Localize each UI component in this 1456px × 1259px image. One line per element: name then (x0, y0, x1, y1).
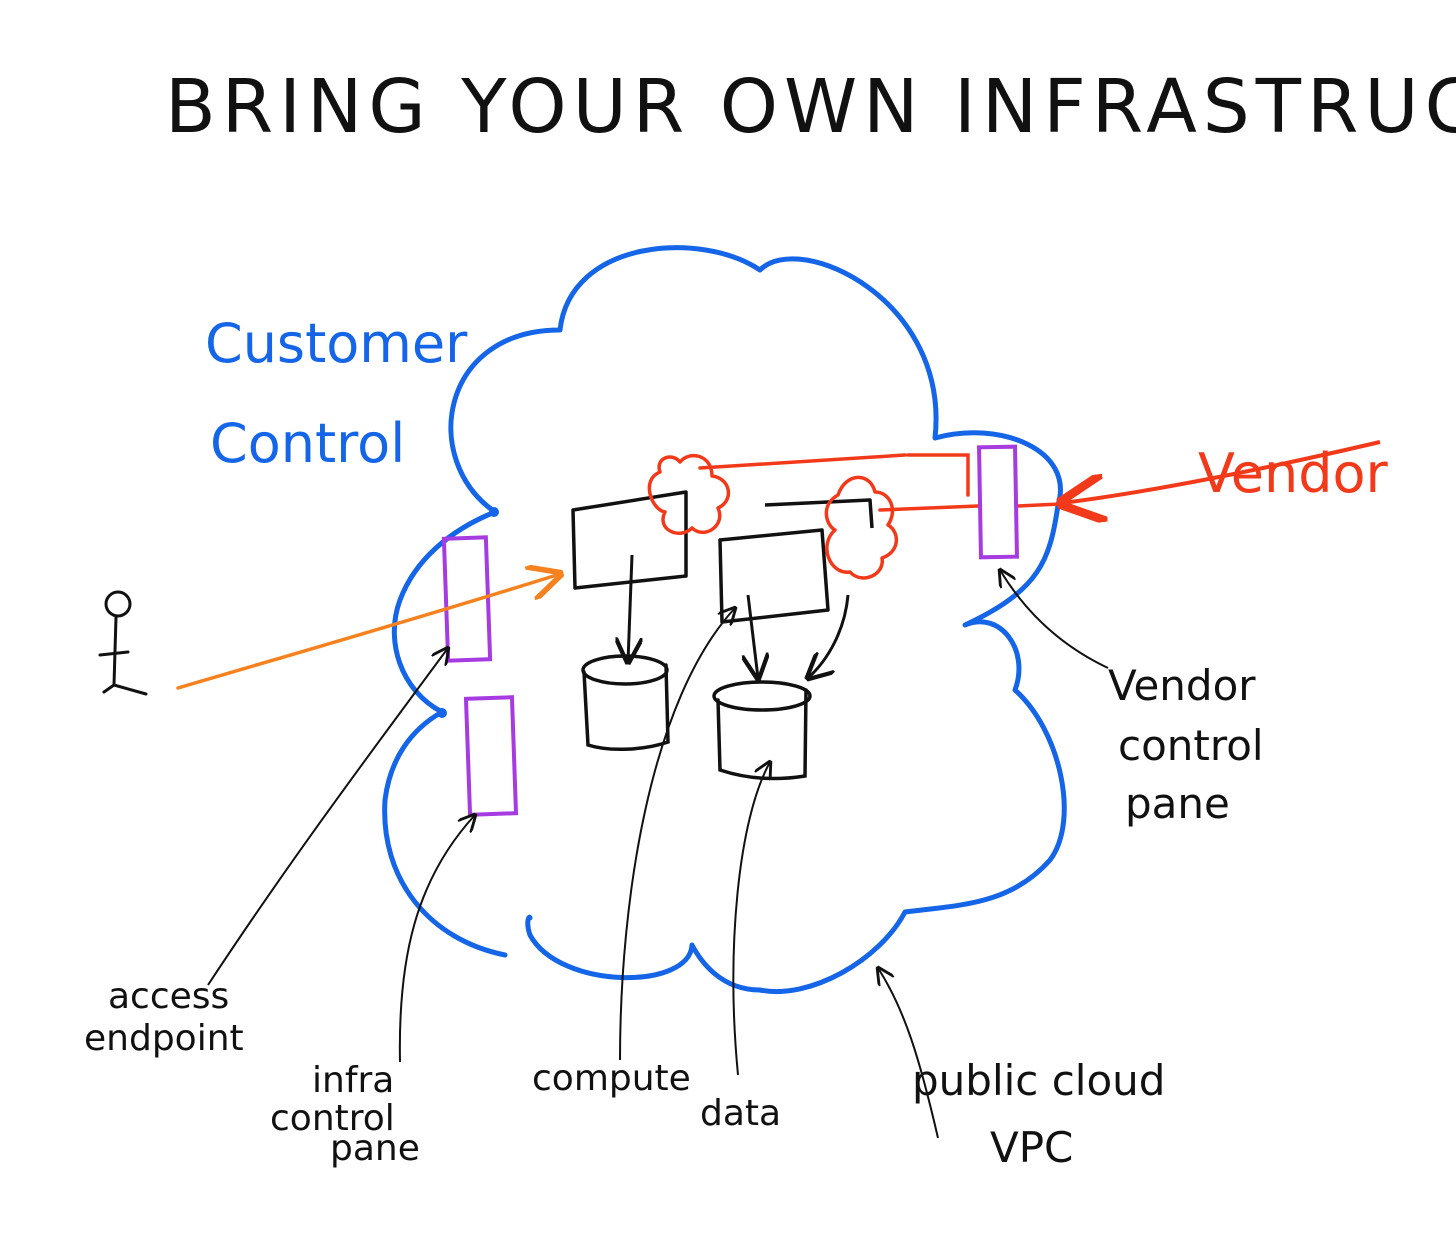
public-cloud-vpc-leader (878, 968, 939, 1139)
data-label: data (700, 1093, 781, 1134)
vendor-link-upper (698, 453, 970, 497)
compute-label: compute (532, 1058, 691, 1099)
vendor-link-lower (878, 504, 980, 512)
data-store-1 (581, 654, 670, 752)
compute2-to-data2-arrow (748, 594, 758, 678)
vendor-agent-cloud-2 (824, 475, 898, 580)
vendor-control-pane (977, 444, 1019, 560)
public-cloud-vpc-label-line2: VPC (990, 1123, 1073, 1172)
vendor-control-pane-leader (1000, 570, 1109, 669)
compute-box-1 (571, 490, 688, 590)
infra-control-pane-label-line2: control (270, 1098, 395, 1139)
compute2-side-to-data2-arrow (808, 594, 850, 678)
diagram-title: BRING YOUR OWN INFRASTRUCTURE (165, 64, 1456, 150)
access-endpoint-label-line2: endpoint (84, 1018, 244, 1059)
public-cloud-vpc-label-line1: public cloud (912, 1056, 1165, 1105)
access-endpoint (441, 535, 493, 663)
cloud-dot-left (489, 507, 499, 517)
compute-leader (619, 608, 735, 1061)
vendor-control-pane-label-line2: control (1118, 721, 1264, 770)
vendor-agent-cloud-1 (647, 453, 731, 535)
cloud-dot-lower (437, 708, 447, 718)
user-access-arrow (176, 574, 560, 690)
access-endpoint-label-line1: access (108, 976, 229, 1017)
user-figure (98, 590, 148, 696)
vendor-control-pane-label-line1: Vendor (1108, 661, 1256, 710)
infra-control-pane (463, 695, 519, 817)
infra-control-pane-label-line3: pane (330, 1128, 420, 1169)
data-store-2 (712, 680, 812, 781)
vendor-control-pane-label-line3: pane (1125, 779, 1230, 828)
infra-control-pane-leader (398, 815, 475, 1063)
access-endpoint-leader (207, 648, 448, 986)
vendor-link-extension (1016, 502, 1062, 508)
compute1-to-data1-arrow (628, 554, 632, 662)
data-leader (732, 762, 770, 1076)
infra-control-pane-label-line1: infra (312, 1060, 394, 1101)
customer-control-label-line2: Control (210, 412, 405, 475)
compute-box-2 (718, 498, 874, 624)
vendor-arrow (1062, 440, 1381, 503)
customer-control-label-line1: Customer (205, 312, 468, 375)
